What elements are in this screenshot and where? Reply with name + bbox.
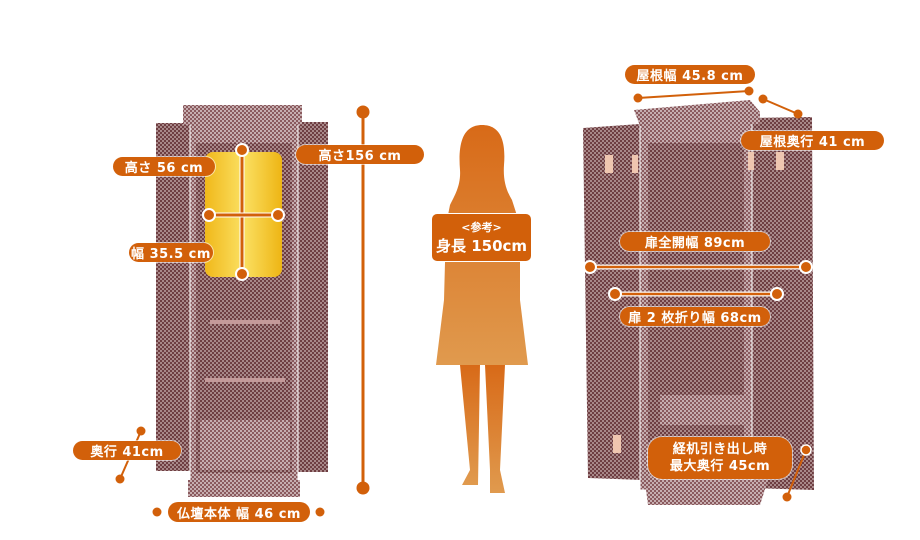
reference-height-box: <参考> 身長 150cm [431,213,532,262]
label-depth: 奥行 41cm [73,441,181,460]
reference-height: 身長 150cm [435,237,528,255]
reference-label: <参考> [461,221,502,234]
drawer-line-2: 最大奥行 45cm [669,459,771,474]
label-roof-width: 屋根幅 45.8 cm [625,65,755,84]
left-door [156,123,190,471]
open-cabinet-base [645,480,768,505]
label-body-width: 仏壇本体 幅 46 cm [168,502,310,522]
label-door-two-fold-width: 扉 2 枚折り幅 68cm [620,307,770,326]
label-inner-width: 幅 35.5 cm [129,243,213,262]
right-door-open [750,117,814,490]
open-cabinet [583,100,814,505]
left-door-open [583,124,642,480]
right-door [297,122,328,472]
label-drawer-max-depth: 経机引き出し時 最大奥行 45cm [648,437,792,479]
drawer-line-1: 経机引き出し時 [672,442,768,457]
open-cabinet-roof [634,100,760,126]
label-inner-height: 高さ 56 cm [113,157,215,176]
cabinet-base [188,480,300,497]
cabinet-roof [183,105,302,125]
label-roof-depth: 屋根奥行 41 cm [741,131,884,150]
label-door-full-open-width: 扉全開幅 89cm [620,232,770,251]
front-cabinet [156,105,328,497]
label-total-height: 高さ156 cm [296,145,424,164]
person-silhouette [436,125,528,493]
